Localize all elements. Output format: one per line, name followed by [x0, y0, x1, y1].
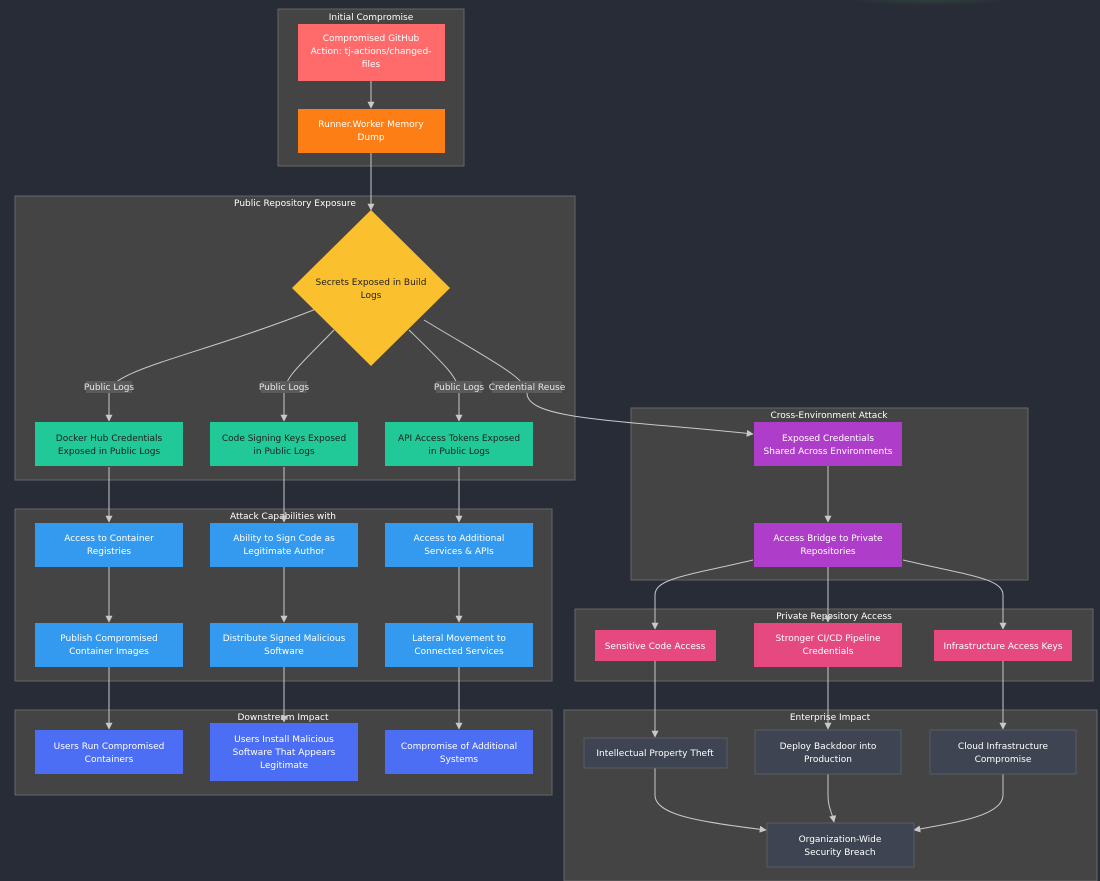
edge-label-public-logs-1: Public Logs	[84, 381, 135, 393]
svg-text:Intellectual Property Theft: Intellectual Property Theft	[596, 749, 714, 759]
svg-text:Sensitive Code Access: Sensitive Code Access	[605, 642, 706, 652]
svg-text:Public Logs: Public Logs	[84, 383, 135, 393]
cluster-title: Initial Compromise	[329, 13, 414, 23]
edge-label-public-logs-3: Public Logs	[434, 381, 485, 393]
cluster-title: Private Repository Access	[776, 612, 892, 622]
edge-cloud-to-breach	[913, 774, 1004, 833]
edge-label-credential-reuse: Credential Reuse	[489, 381, 566, 393]
edges	[105, 81, 1007, 833]
edge-ip-to-breach	[654, 768, 767, 833]
top-glow	[830, 0, 1030, 6]
node-sensitive-code: Sensitive Code Access	[595, 630, 716, 661]
svg-text:Public Logs: Public Logs	[259, 383, 310, 393]
svg-text:Public Logs: Public Logs	[434, 383, 485, 393]
svg-text:Infrastructure Access Keys: Infrastructure Access Keys	[943, 642, 1062, 652]
edge-secrets-to-shared	[423, 319, 754, 437]
node-ip-theft: Intellectual Property Theft	[583, 737, 728, 769]
cluster-title: Attack Capabilities with	[230, 512, 336, 522]
cluster-title: Public Repository Exposure	[234, 199, 356, 209]
cluster-title: Downstream Impact	[237, 713, 328, 723]
node-infra-keys: Infrastructure Access Keys	[934, 630, 1072, 661]
svg-text:Credential Reuse: Credential Reuse	[489, 383, 566, 393]
edge-bridge-to-sensitive	[651, 559, 754, 630]
cluster-title: Enterprise Impact	[790, 713, 871, 723]
edge-label-public-logs-2: Public Logs	[259, 381, 310, 393]
edge-bridge-to-infra	[902, 559, 1007, 630]
cluster-title: Cross-Environment Attack	[771, 411, 889, 421]
edge-backdoor-to-breach	[827, 774, 837, 823]
